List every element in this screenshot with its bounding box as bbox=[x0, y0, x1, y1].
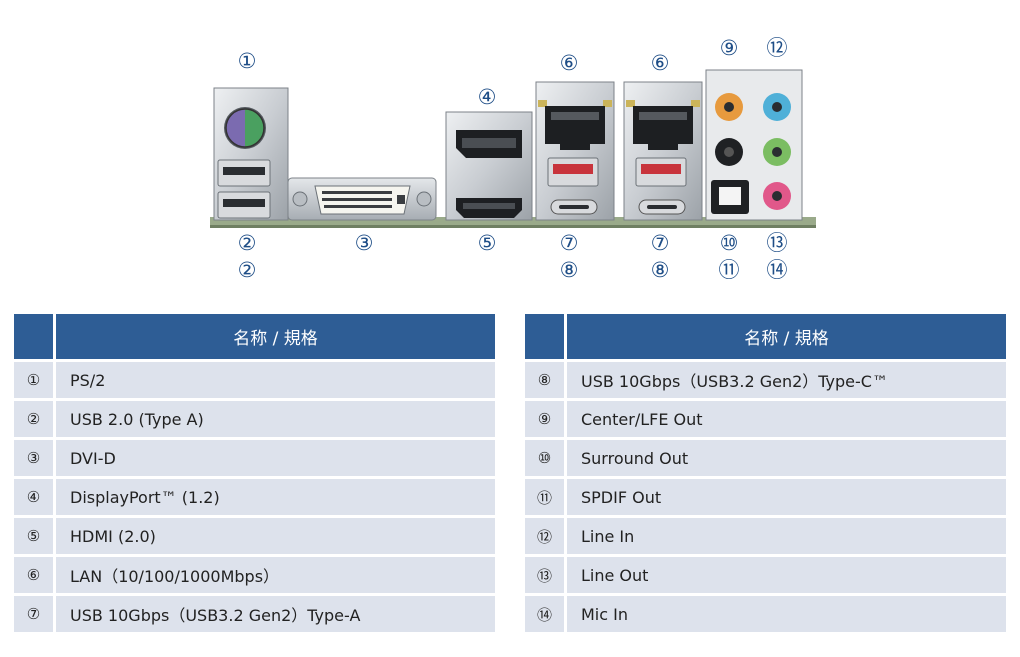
audio-jack-line-in bbox=[763, 93, 791, 121]
callout-6-a: ⑥ bbox=[559, 51, 579, 75]
audio-jack-surround bbox=[715, 138, 743, 166]
callout-3: ③ bbox=[354, 231, 374, 255]
callout-8-a: ⑧ bbox=[559, 258, 579, 282]
row-number: ⑨ bbox=[525, 401, 564, 437]
callout-1: ① bbox=[237, 49, 257, 73]
row-name: Surround Out bbox=[567, 440, 1006, 476]
row-number: ⑪ bbox=[525, 479, 564, 515]
audio-jack-line-out bbox=[763, 138, 791, 166]
callout-7-a: ⑦ bbox=[559, 231, 579, 255]
row-name: USB 10Gbps（USB3.2 Gen2）Type-A bbox=[56, 596, 495, 632]
row-name: PS/2 bbox=[56, 362, 495, 398]
callout-12: ⑫ bbox=[766, 36, 788, 60]
dvi-port bbox=[287, 177, 437, 221]
row-number: ① bbox=[14, 362, 53, 398]
dp-hdmi-stack bbox=[445, 111, 533, 221]
callout-9: ⑨ bbox=[719, 36, 739, 60]
row-name: Line In bbox=[567, 518, 1006, 554]
callout-13: ⑬ bbox=[766, 231, 788, 255]
row-number: ② bbox=[14, 401, 53, 437]
row-name: Line Out bbox=[567, 557, 1006, 593]
header-name-spec: 名称 / 規格 bbox=[567, 314, 1006, 359]
io-panel-illustration bbox=[210, 69, 816, 228]
row-number: ⑦ bbox=[14, 596, 53, 632]
pcb-strip bbox=[210, 217, 816, 227]
row-name: LAN（10/100/1000Mbps） bbox=[56, 557, 495, 593]
row-name: Mic In bbox=[567, 596, 1006, 632]
row-number: ⑤ bbox=[14, 518, 53, 554]
spdif-port bbox=[711, 180, 749, 214]
row-number: ⑬ bbox=[525, 557, 564, 593]
callout-6-b: ⑥ bbox=[650, 51, 670, 75]
row-number: ⑩ bbox=[525, 440, 564, 476]
row-number: ③ bbox=[14, 440, 53, 476]
table-header-row: 名称 / 規格 bbox=[14, 314, 495, 359]
callout-2-b: ② bbox=[237, 258, 257, 282]
row-name: SPDIF Out bbox=[567, 479, 1006, 515]
row-number: ④ bbox=[14, 479, 53, 515]
lan-usb-stack-1 bbox=[535, 81, 615, 221]
row-number: ⑥ bbox=[14, 557, 53, 593]
audio-jack-mic-in bbox=[763, 182, 791, 210]
header-name-spec: 名称 / 規格 bbox=[56, 314, 495, 359]
callout-10: ⑩ bbox=[719, 231, 739, 255]
callout-14: ⑭ bbox=[766, 258, 788, 282]
callout-5: ⑤ bbox=[477, 231, 497, 255]
row-name: DisplayPort™ (1.2) bbox=[56, 479, 495, 515]
row-name: HDMI (2.0) bbox=[56, 518, 495, 554]
row-name: USB 2.0 (Type A) bbox=[56, 401, 495, 437]
callout-8-b: ⑧ bbox=[650, 258, 670, 282]
row-number: ⑧ bbox=[525, 362, 564, 398]
audio-jack-center-lfe bbox=[715, 93, 743, 121]
row-name: USB 10Gbps（USB3.2 Gen2）Type-C™ bbox=[567, 362, 1006, 398]
callout-7-b: ⑦ bbox=[650, 231, 670, 255]
callout-4: ④ bbox=[477, 85, 497, 109]
row-number: ⑫ bbox=[525, 518, 564, 554]
table-header-row: 名称 / 規格 bbox=[525, 314, 1006, 359]
header-blank-cell bbox=[14, 314, 53, 359]
header-blank-cell bbox=[525, 314, 564, 359]
lan-usb-stack-2 bbox=[623, 81, 703, 221]
row-name: Center/LFE Out bbox=[567, 401, 1006, 437]
row-name: DVI-D bbox=[56, 440, 495, 476]
callout-2-a: ② bbox=[237, 231, 257, 255]
callout-11: ⑪ bbox=[718, 258, 740, 282]
row-number: ⑭ bbox=[525, 596, 564, 632]
audio-block bbox=[705, 69, 803, 221]
ps2-usb-stack bbox=[213, 87, 289, 221]
